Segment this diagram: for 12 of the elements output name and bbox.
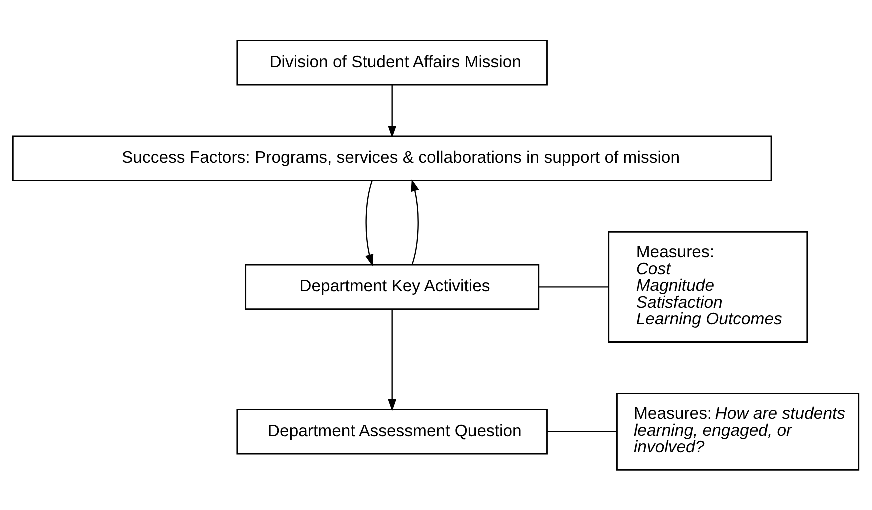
node-box: Success Factors: Programs, services & collaborations in support of mission	[12, 135, 772, 181]
node-box: Measures: How are students learning, engaged, or involved?	[616, 392, 860, 470]
arrow	[411, 178, 420, 265]
node-box: Department Key Activities	[245, 264, 540, 310]
connector	[547, 430, 617, 432]
arrow	[366, 180, 374, 266]
connector	[539, 286, 609, 288]
arrow	[388, 308, 397, 411]
node-box: Department Assessment Question	[236, 408, 548, 454]
node-box: Measures: Cost Magnitude Satisfaction Learning Outcomes	[608, 230, 808, 342]
arrow	[388, 84, 397, 138]
node-box: Division of Student Affairs Mission	[236, 40, 548, 86]
